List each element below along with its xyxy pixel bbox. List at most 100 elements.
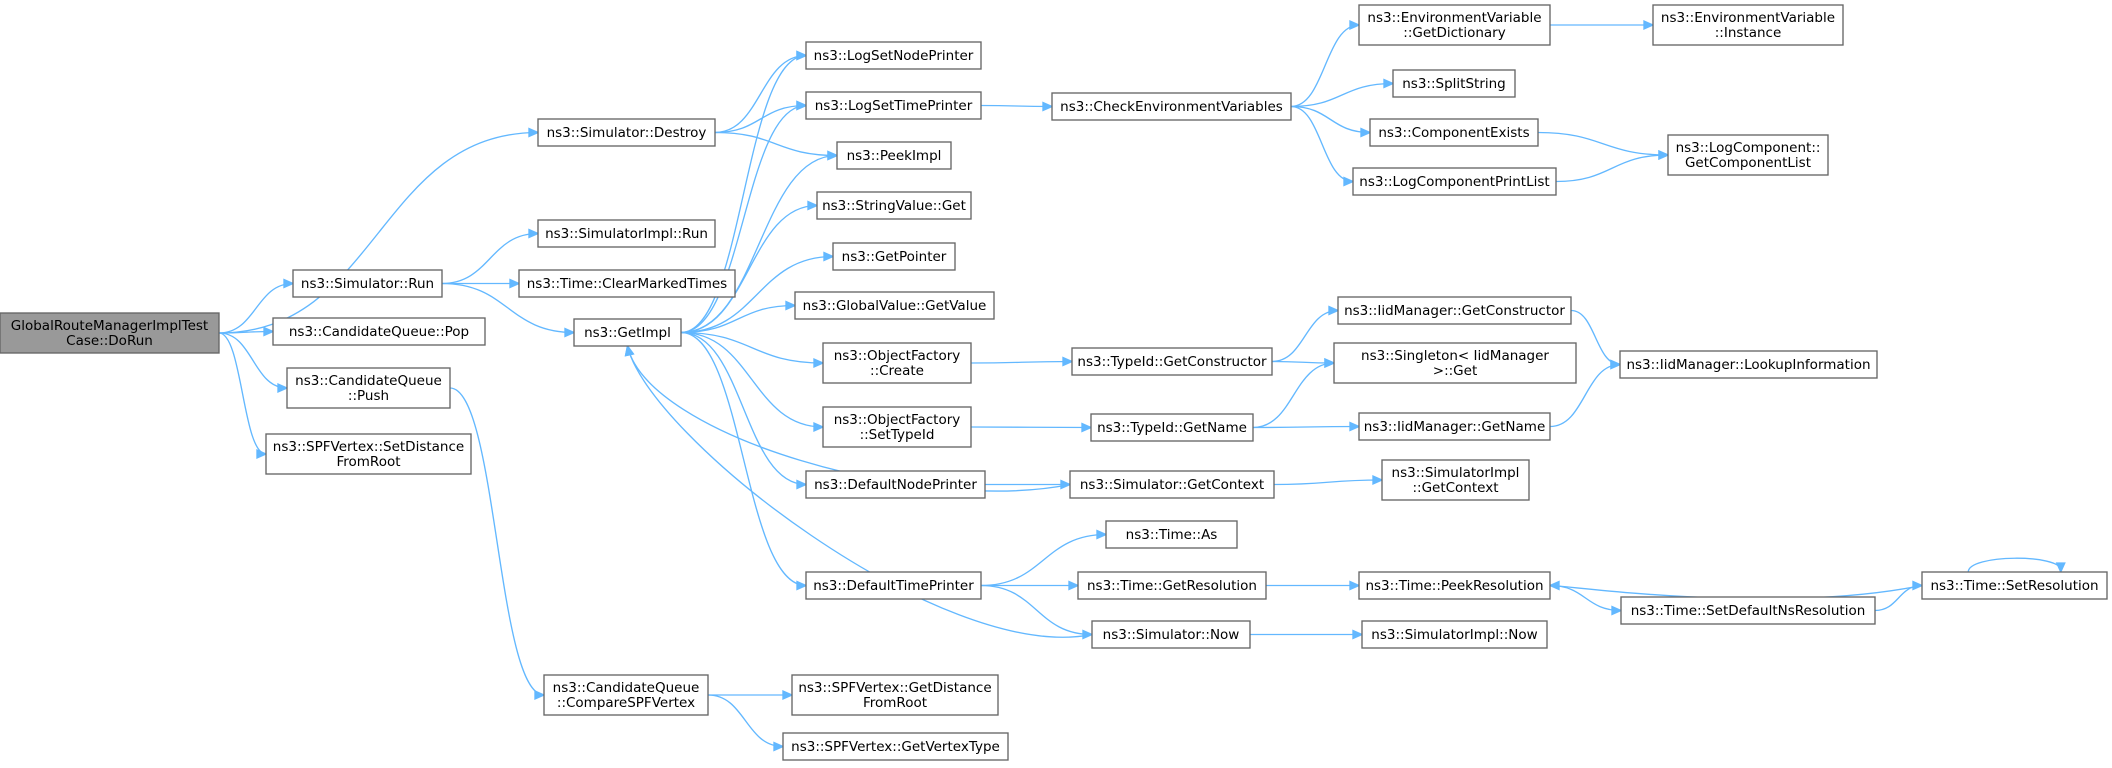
node-time-setres[interactable]: ns3::Time::SetResolution — [1921, 571, 2108, 600]
edge-iid-getname-to-iid-lookup — [1549, 363, 1621, 428]
node-box — [805, 91, 982, 120]
node-getpointer[interactable]: ns3::GetPointer — [832, 242, 956, 271]
edge-tid-getname-to-singleton — [1252, 362, 1335, 429]
node-box — [1358, 4, 1551, 46]
node-time-clear[interactable]: ns3::Time::ClearMarkedTimes — [518, 269, 736, 298]
edge-arrowhead — [1082, 629, 1094, 640]
edge-arrowhead — [528, 228, 540, 239]
node-label: ns3::IidManager::GetConstructor — [1344, 303, 1565, 319]
edge-arrowhead — [1328, 305, 1340, 316]
node-checkenv[interactable]: ns3::CheckEnvironmentVariables — [1051, 92, 1292, 121]
edge-arrowhead — [2055, 562, 2066, 574]
node-spf-gettype[interactable]: ns3::SPFVertex::GetVertexType — [782, 732, 1009, 761]
node-sim-run[interactable]: ns3::Simulator::Run — [292, 269, 443, 298]
edge-arrowhead — [1096, 529, 1108, 540]
node-box — [292, 269, 443, 298]
node-box — [782, 732, 1009, 761]
edge-checkenv-to-env-getdict — [1290, 24, 1360, 108]
node-logcomp-getlist[interactable]: ns3::LogComponent::GetComponentList — [1667, 134, 1829, 176]
node-peekimpl[interactable]: ns3::PeekImpl — [836, 141, 952, 170]
edge-arrowhead — [807, 200, 819, 211]
node-label: ns3::SPFVertex::GetDistance — [798, 680, 991, 696]
node-label: >::Get — [1433, 363, 1477, 379]
node-lognode[interactable]: ns3::LogSetNodePrinter — [805, 41, 982, 70]
node-box — [286, 367, 451, 409]
node-compexists[interactable]: ns3::ComponentExists — [1369, 118, 1539, 147]
node-box — [1090, 413, 1254, 442]
edge-deftime-to-time-as — [980, 533, 1107, 587]
node-box — [805, 41, 982, 70]
node-label: ns3::TypeId::GetName — [1097, 420, 1247, 436]
node-simimpl-run[interactable]: ns3::SimulatorImpl::Run — [537, 219, 716, 248]
edge-arrowhead — [1349, 19, 1361, 31]
node-iid-getname[interactable]: ns3::IidManager::GetName — [1358, 412, 1551, 441]
edge-deftime-to-sim-now — [980, 584, 1093, 636]
node-cq-push[interactable]: ns3::CandidateQueue::Push — [286, 367, 451, 409]
node-time-getres[interactable]: ns3::Time::GetResolution — [1077, 571, 1267, 600]
node-singleton[interactable]: ns3::Singleton< IidManager>::Get — [1333, 342, 1577, 384]
node-box — [1667, 134, 1829, 176]
edge-cq-push-to-cq-compare — [449, 387, 545, 696]
nodes-layer: GlobalRouteManagerImplTestCase::DoRunns3… — [0, 4, 2108, 761]
node-tid-getname[interactable]: ns3::TypeId::GetName — [1090, 413, 1254, 442]
edge-compexists-to-logcomp-getlist — [1537, 131, 1669, 156]
node-env-getdict[interactable]: ns3::EnvironmentVariable::GetDictionary — [1358, 4, 1551, 46]
node-time-peekres[interactable]: ns3::Time::PeekResolution — [1358, 571, 1551, 600]
edge-ofcreate-to-tid-getctor — [970, 360, 1073, 364]
node-label: ns3::ObjectFactory — [834, 412, 961, 428]
node-sim-now[interactable]: ns3::Simulator::Now — [1091, 620, 1251, 649]
node-box — [1352, 167, 1557, 196]
node-splitstring[interactable]: ns3::SplitString — [1392, 69, 1516, 98]
node-strget[interactable]: ns3::StringValue::Get — [816, 191, 972, 220]
node-logtime[interactable]: ns3::LogSetTimePrinter — [805, 91, 982, 120]
edge-root-to-sim-destroy — [218, 131, 539, 334]
node-tid-getctor[interactable]: ns3::TypeId::GetConstructor — [1071, 347, 1273, 376]
node-simimpl-now[interactable]: ns3::SimulatorImpl::Now — [1361, 620, 1548, 649]
node-label: GetComponentList — [1685, 155, 1811, 171]
edge-sim-getctx-to-getimpl — [626, 345, 1071, 492]
edge-arrowhead — [823, 251, 835, 262]
node-label: ns3::GlobalValue::GetValue — [803, 298, 987, 314]
edge-getimpl-to-lognode — [680, 54, 807, 334]
edge-arrowhead — [813, 357, 825, 369]
node-ofsettype[interactable]: ns3::ObjectFactory::SetTypeId — [822, 406, 972, 448]
node-iid-getctor[interactable]: ns3::IidManager::GetConstructor — [1337, 296, 1572, 325]
node-env-instance[interactable]: ns3::EnvironmentVariable::Instance — [1652, 4, 1844, 46]
node-defnode[interactable]: ns3::DefaultNodePrinter — [805, 470, 986, 499]
edge-arrowhead — [1548, 580, 1560, 591]
node-box — [265, 433, 472, 475]
node-label: ns3::Simulator::Run — [301, 276, 434, 292]
node-cq-pop[interactable]: ns3::CandidateQueue::Pop — [272, 317, 486, 346]
edge-arrowhead — [1611, 605, 1623, 616]
node-iid-lookup[interactable]: ns3::IidManager::LookupInformation — [1619, 350, 1878, 379]
node-box — [543, 674, 709, 716]
node-box — [794, 291, 995, 320]
edge-arrowhead — [827, 150, 839, 161]
node-gvget[interactable]: ns3::GlobalValue::GetValue — [794, 291, 995, 320]
node-label: ns3::LogComponentPrintList — [1359, 174, 1549, 190]
edge-arrowhead — [1081, 422, 1093, 433]
node-label: ns3::LogSetNodePrinter — [814, 48, 974, 64]
node-ofcreate[interactable]: ns3::ObjectFactory::Create — [822, 342, 972, 384]
node-label: ns3::CandidateQueue::Pop — [289, 324, 469, 340]
node-getimpl[interactable]: ns3::GetImpl — [573, 318, 682, 347]
edge-cq-compare-to-spf-gettype — [707, 694, 784, 748]
edge-arrowhead — [509, 278, 521, 289]
node-time-setdefns[interactable]: ns3::Time::SetDefaultNsResolution — [1620, 596, 1876, 625]
node-label: ns3::CheckEnvironmentVariables — [1060, 99, 1283, 115]
node-label: ns3::DefaultNodePrinter — [814, 477, 977, 493]
node-logcompprint[interactable]: ns3::LogComponentPrintList — [1352, 167, 1557, 196]
node-label: ::GetContext — [1412, 480, 1498, 496]
node-sim-getctx[interactable]: ns3::Simulator::GetContext — [1069, 470, 1275, 499]
edge-arrowhead — [773, 741, 785, 752]
node-sim-destroy[interactable]: ns3::Simulator::Destroy — [537, 118, 716, 147]
node-deftime[interactable]: ns3::DefaultTimePrinter — [805, 571, 982, 600]
node-simimpl-getctx[interactable]: ns3::SimulatorImpl::GetContext — [1381, 459, 1530, 501]
node-box — [1077, 571, 1267, 600]
node-time-as[interactable]: ns3::Time::As — [1105, 520, 1238, 549]
edge-tid-getname-to-iid-getname — [1252, 425, 1360, 429]
node-cq-compare[interactable]: ns3::CandidateQueue::CompareSPFVertex — [543, 674, 709, 716]
